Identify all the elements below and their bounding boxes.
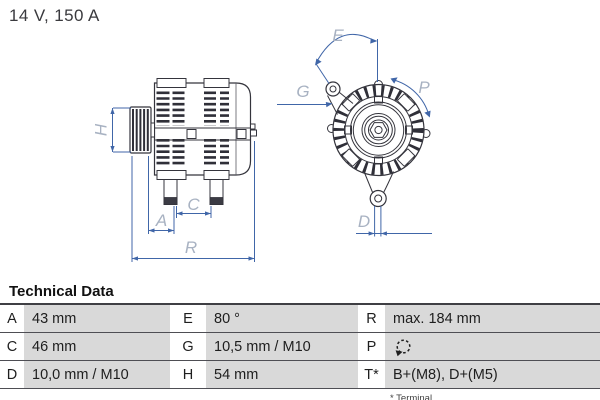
dimension-h: H — [92, 107, 131, 153]
pulley-shaft — [150, 122, 155, 138]
spec-value-g: 10,5 mm / M10 — [206, 333, 358, 360]
spec-key-r: R — [358, 305, 385, 332]
dimension-g: G — [277, 82, 333, 108]
spec-key-p: P — [358, 333, 385, 360]
dim-label-g: G — [296, 82, 309, 101]
spec-key-h: H — [170, 361, 206, 388]
spec-value-t: B+(M8), D+(M5) — [385, 361, 600, 388]
dimension-p: P — [390, 77, 431, 118]
dimension-d: D — [356, 206, 432, 237]
clamp-band — [203, 170, 230, 180]
spec-value-c: 46 mm — [24, 333, 170, 360]
spec-key-e: E — [170, 305, 206, 332]
rotation-direction-icon — [395, 338, 411, 356]
spec-key-d: D — [0, 361, 24, 388]
clamp-band — [156, 78, 187, 88]
pulley-circle — [364, 115, 393, 145]
table-row: A 43 mm E 80 ° R max. 184 mm — [0, 305, 600, 333]
clamp-band — [156, 170, 187, 180]
dimension-e: E — [315, 26, 378, 84]
dimension-a: A — [148, 156, 175, 234]
spec-key-a: A — [0, 305, 24, 332]
alternator-front-view-drawing: E G P D — [277, 26, 432, 237]
shaft-nut-hex — [369, 122, 388, 138]
bottom-mounting-arm — [363, 171, 394, 208]
spec-value-p — [385, 333, 600, 360]
spec-key-g: G — [170, 333, 206, 360]
table-row: C 46 mm G 10,5 mm / M10 P — [0, 333, 600, 361]
clamp-band — [203, 78, 230, 88]
foot-pad — [163, 197, 178, 205]
foot-pad — [209, 197, 224, 205]
hub-circle — [368, 119, 389, 141]
spec-value-r: max. 184 mm — [385, 305, 600, 332]
shaft-center — [374, 125, 383, 135]
technical-drawings: H A C — [92, 26, 432, 262]
table-row: D 10,0 mm / M10 H 54 mm T* B+(M8), D+(M5… — [0, 361, 600, 389]
pulley-circle — [352, 104, 405, 156]
through-bolt — [236, 129, 247, 139]
technical-data-heading: Technical Data — [0, 281, 600, 305]
pulley-circle — [344, 96, 413, 164]
dim-label-c: C — [187, 195, 200, 214]
dim-label-p: P — [418, 78, 430, 97]
spec-value-d: 10,0 mm / M10 — [24, 361, 170, 388]
product-rating-title: 14 V, 150 A — [9, 6, 100, 25]
dim-label-d: D — [358, 212, 370, 231]
spec-key-c: C — [0, 333, 24, 360]
dim-label-e: E — [332, 26, 344, 45]
terminal-footnote: * Terminal — [390, 393, 433, 400]
dim-label-h: H — [92, 123, 111, 136]
dim-label-a: A — [155, 211, 167, 230]
spec-value-a: 43 mm — [24, 305, 170, 332]
technical-data-section: Technical Data A 43 mm E 80 ° R max. 184… — [0, 281, 600, 400]
alternator-side-view-drawing: H A C — [92, 78, 257, 262]
pulley-circle — [361, 113, 396, 147]
spec-value-e: 80 ° — [206, 305, 358, 332]
vent-slot-ring — [333, 85, 424, 175]
pulley-circle — [350, 101, 407, 159]
dimension-c: C — [176, 195, 212, 218]
terminal-stud — [250, 123, 256, 130]
terminal-stud — [250, 129, 257, 137]
spec-key-t: T* — [358, 361, 385, 388]
dimension-r: R — [131, 141, 255, 262]
mounting-lug — [325, 81, 354, 115]
dim-label-r: R — [185, 238, 197, 257]
through-bolt — [186, 129, 197, 139]
rotor-tabs — [344, 95, 413, 165]
spec-value-h: 54 mm — [206, 361, 358, 388]
alternator-body-circle — [332, 83, 425, 177]
cooling-fins — [156, 91, 229, 167]
